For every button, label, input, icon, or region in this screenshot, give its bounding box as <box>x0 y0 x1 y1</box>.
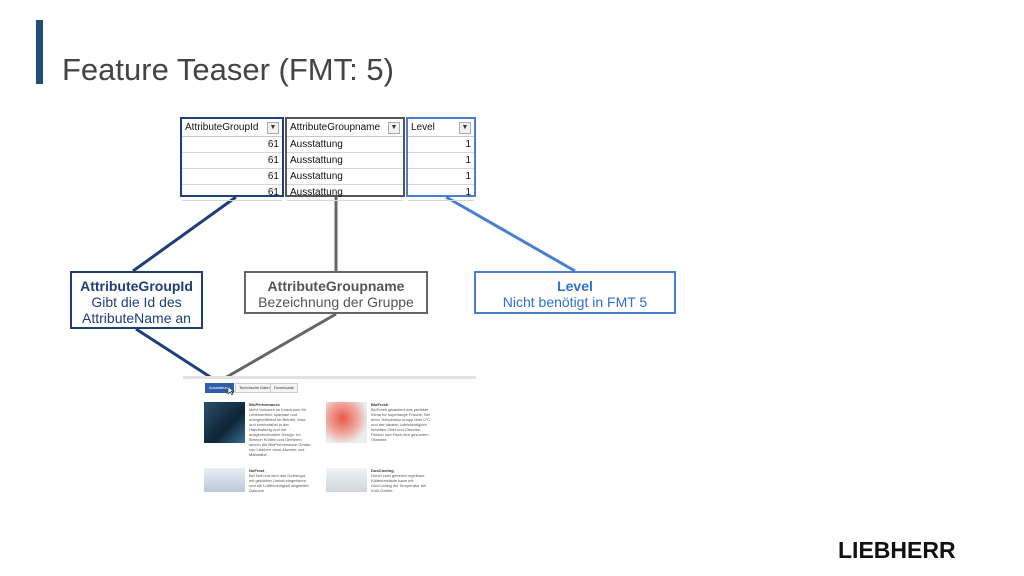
tab-downloads[interactable]: Downloads <box>270 383 298 393</box>
feature-description: BioFresh garantiert das perfekte Klima f… <box>371 407 431 442</box>
feature-title: DuoCooling <box>371 468 394 473</box>
feature-text: NoFrost Bei NoFrost wird das Gefriergut … <box>249 468 311 492</box>
filter-dropdown-icon[interactable]: ▼ <box>388 122 400 134</box>
feature-description: Durch zwei getrennt regelbare Kältekreis… <box>371 473 427 492</box>
column-attributegroupid: AttributeGroupId ▼ 61 61 61 61 <box>180 117 284 201</box>
table-cell: Ausstattung <box>287 137 403 153</box>
bluperformance-image <box>204 402 245 443</box>
header-label: AttributeGroupname <box>290 122 381 133</box>
connector-level-top <box>445 195 576 273</box>
table-cell: 61 <box>182 169 282 185</box>
box-text: Gibt die Id des <box>91 294 182 310</box>
box-title: AttributeGroupname <box>267 278 405 294</box>
filter-dropdown-icon[interactable]: ▼ <box>267 122 279 134</box>
table-cell: 61 <box>182 153 282 169</box>
header-label: AttributeGroupId <box>185 122 259 133</box>
box-text: Bezeichnung der Gruppe <box>258 294 414 310</box>
feature-title: BluPerformance <box>249 402 280 407</box>
table-cell: 61 <box>182 185 282 201</box>
liebherr-logo: LIEBHERR <box>838 537 956 563</box>
table-cell: 1 <box>408 137 474 153</box>
table-cell: Ausstattung <box>287 153 403 169</box>
box-text: AttributeName an <box>82 310 191 326</box>
table-cell: 1 <box>408 153 474 169</box>
table-cell: Ausstattung <box>287 169 403 185</box>
connector-groupid-bottom <box>135 327 219 384</box>
box-text: Nicht benötigt in FMT 5 <box>502 294 648 310</box>
connector-groupname-bottom <box>217 312 337 384</box>
feature-text: BluPerformance Mehr Volumen im Innenraum… <box>249 402 311 457</box>
column-header: Level ▼ <box>408 119 474 137</box>
column-header: AttributeGroupId ▼ <box>182 119 282 137</box>
table-cell: 1 <box>408 169 474 185</box>
feature-title: BioFresh <box>371 402 389 407</box>
attribute-table: AttributeGroupId ▼ 61 61 61 61 AttributeG… <box>180 117 476 201</box>
divider <box>183 376 476 379</box>
filter-dropdown-icon[interactable]: ▼ <box>459 122 471 134</box>
biofresh-image <box>326 402 367 443</box>
header-label: Level <box>411 122 435 133</box>
table-cell: Ausstattung <box>287 185 403 201</box>
nofrost-image <box>204 468 245 492</box>
connector-groupid-top <box>132 195 237 273</box>
box-title: AttributeGroupId <box>80 278 193 294</box>
table-cell: 1 <box>408 185 474 201</box>
tab-technische-daten[interactable]: Technische Daten <box>235 383 275 393</box>
duocooling-image <box>326 468 367 492</box>
column-attributegroupname: AttributeGroupname ▼ Ausstattung Ausstatt… <box>285 117 405 201</box>
cursor-icon <box>227 386 235 395</box>
column-header: AttributeGroupname ▼ <box>287 119 403 137</box>
groupname-explanation-box: AttributeGroupname Bezeichnung der Grupp… <box>244 271 428 314</box>
page-title: Feature Teaser (FMT: 5) <box>62 52 394 87</box>
feature-text: DuoCooling Durch zwei getrennt regelbare… <box>371 468 433 492</box>
column-level: Level ▼ 1 1 1 1 <box>406 117 476 201</box>
title-accent-bar <box>36 20 43 84</box>
box-title: Level <box>557 278 593 294</box>
feature-title: NoFrost <box>249 468 265 473</box>
tab-ausstattung[interactable]: Ausstattung <box>205 383 235 393</box>
feature-description: Mehr Volumen im Innenraum für Lebensmitt… <box>249 407 311 457</box>
groupid-explanation-box: AttributeGroupId Gibt die Id des Attribu… <box>70 271 203 329</box>
level-explanation-box: Level Nicht benötigt in FMT 5 <box>474 271 676 314</box>
table-cell: 61 <box>182 137 282 153</box>
website-feature-screenshot: Ausstattung Technische Daten Downloads B… <box>183 376 476 492</box>
feature-description: Bei NoFrost wird das Gefriergut mit gekü… <box>249 473 310 492</box>
feature-text: BioFresh BioFresh garantiert das perfekt… <box>371 402 433 442</box>
